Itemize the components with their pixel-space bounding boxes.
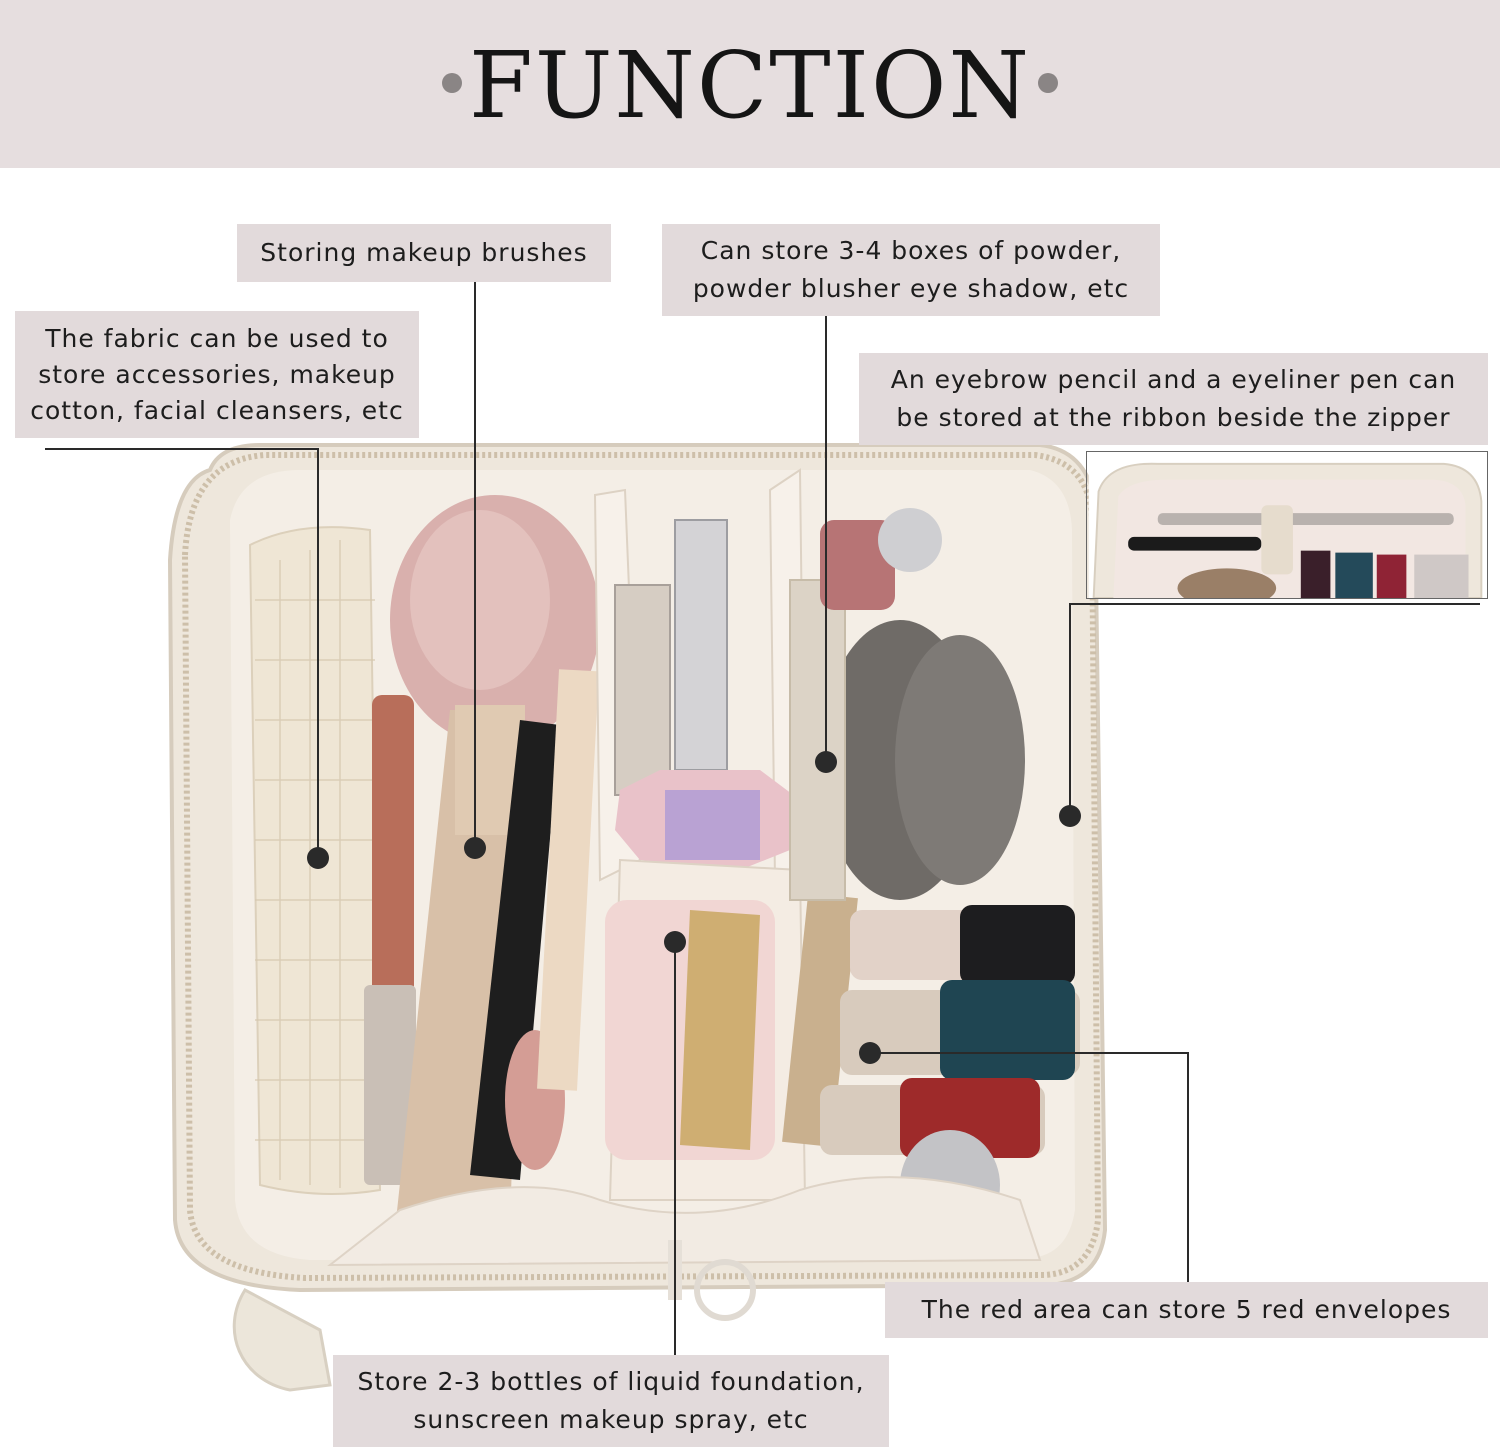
label-brushes: Storing makeup brushes <box>237 224 611 282</box>
label-ribbon-line2: be stored at the ribbon beside the zippe… <box>896 403 1451 432</box>
label-foundation-line2: sunscreen makeup spray, etc <box>413 1405 809 1434</box>
label-powder-line1: Can store 3-4 boxes of powder, <box>700 236 1122 265</box>
label-ribbon-line1: An eyebrow pencil and a eyeliner pen can <box>890 365 1457 394</box>
label-red-area-line1: The red area can store 5 red envelopes <box>921 1295 1452 1324</box>
label-fabric-line2: store accessories, makeup <box>38 359 396 389</box>
label-ribbon: An eyebrow pencil and a eyeliner pen can… <box>859 353 1488 445</box>
label-red-area: The red area can store 5 red envelopes <box>885 1282 1488 1338</box>
title-dot-left <box>442 73 462 93</box>
label-fabric-line3: cotton, facial cleansers, etc <box>30 395 404 425</box>
label-brushes-line1: Storing makeup brushes <box>260 238 588 267</box>
ribbon-inset-photo <box>1086 451 1488 599</box>
label-powder: Can store 3-4 boxes of powder, powder bl… <box>662 224 1160 316</box>
title-dot-right <box>1038 73 1058 93</box>
label-fabric: The fabric can be used to store accessor… <box>15 311 419 438</box>
label-powder-line2: powder blusher eye shadow, etc <box>692 274 1130 303</box>
header-banner <box>0 0 1500 168</box>
label-foundation-line1: Store 2-3 bottles of liquid foundation, <box>357 1367 865 1396</box>
page-title: FUNCTION <box>469 32 1031 139</box>
label-foundation: Store 2-3 bottles of liquid foundation, … <box>333 1355 889 1447</box>
label-fabric-line1: The fabric can be used to <box>45 323 389 353</box>
